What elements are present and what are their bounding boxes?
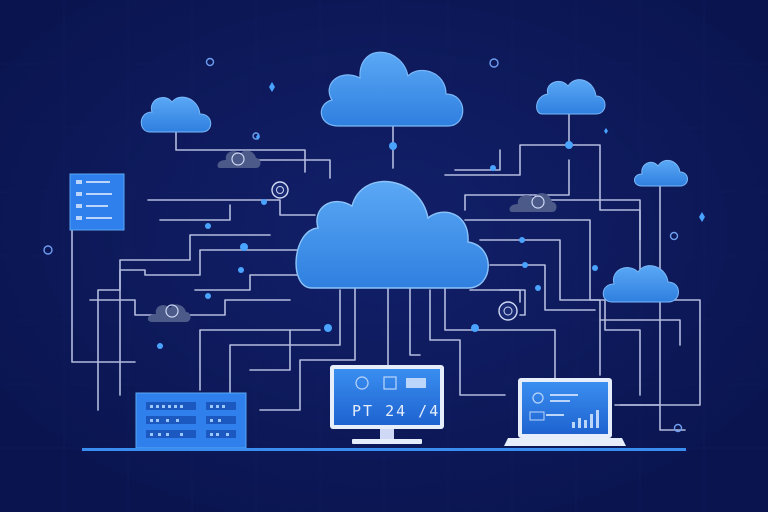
connection-node-icon	[471, 324, 479, 332]
connection-node-icon	[157, 343, 163, 349]
server-rack-icon	[135, 392, 247, 449]
connection-node-icon	[389, 142, 397, 150]
laptop-icon	[504, 378, 626, 446]
padlock-icon	[165, 304, 179, 318]
padlock-badge	[509, 193, 557, 212]
connection-node-icon	[205, 293, 211, 299]
connection-node-icon	[324, 324, 332, 332]
padlock-icon	[531, 195, 545, 209]
padlock-badge	[217, 150, 261, 168]
connection-node-icon	[522, 262, 528, 268]
connection-node-icon	[205, 223, 211, 229]
padlock-badge	[498, 301, 518, 321]
cloud-icon	[320, 51, 464, 127]
sparkle-icon	[256, 82, 705, 222]
connection-node-icon	[535, 285, 541, 291]
connection-node-icon	[490, 165, 496, 171]
document-icon	[69, 173, 125, 231]
connection-node-icon	[565, 141, 573, 149]
connection-nodes	[157, 141, 598, 349]
monitor-screen-text: PT 24 /4	[352, 402, 440, 420]
connection-node-icon	[238, 267, 244, 273]
connection-node-icon	[240, 243, 248, 251]
cloud-icon	[140, 96, 212, 133]
cloud-icon	[536, 79, 606, 115]
cloud-icon	[634, 159, 688, 187]
cloud-icon	[602, 265, 679, 303]
floor-line	[82, 448, 686, 451]
connection-lines	[71, 111, 701, 431]
padlock-icon	[503, 306, 513, 316]
connection-node-icon	[592, 265, 598, 271]
padlock-badge	[147, 304, 191, 322]
padlock-icon	[276, 186, 284, 194]
connection-node-icon	[261, 199, 267, 205]
padlock-badge	[271, 181, 289, 199]
padlock-icon	[231, 152, 245, 166]
monitor-icon: PT 24 /4	[330, 365, 444, 444]
cloud-icon	[295, 180, 489, 289]
connection-node-icon	[519, 237, 525, 243]
